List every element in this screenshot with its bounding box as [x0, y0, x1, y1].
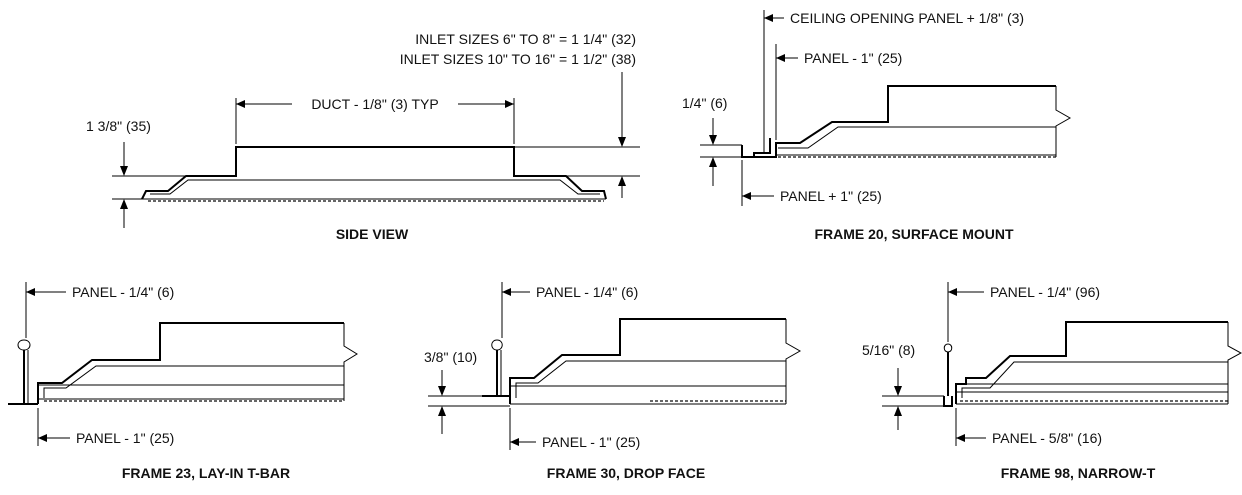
frame20-ceiling-label: CEILING OPENING PANEL + 1/8" (3) — [790, 10, 1024, 26]
frame98-height-label: 5/16" (8) — [862, 342, 915, 358]
frame30-inner-line — [515, 360, 786, 398]
frame30-tbar-bulb — [491, 339, 503, 351]
frame-30: PANEL - 1/4" (6) 3/8" (10) PANEL - 1" (2… — [424, 282, 802, 481]
frame-20: CEILING OPENING PANEL + 1/8" (3) PANEL -… — [682, 10, 1072, 242]
frame20-height-arrow-top — [709, 135, 717, 145]
frame30-height-label: 3/8" (10) — [424, 349, 477, 365]
frame98-height-arrow-top — [894, 386, 902, 396]
frame20-ceiling-arrow — [764, 14, 773, 22]
frame23-bottom-arrow — [38, 434, 47, 442]
height-arrow-bottom — [120, 199, 128, 209]
frame98-inner-line — [961, 361, 1228, 398]
frame23-tbar-bulb — [17, 339, 31, 351]
frame20-profile — [741, 85, 1056, 158]
frame98-bottom-arrow — [956, 434, 965, 442]
frame23-inner-line — [43, 365, 344, 398]
frame30-bottom-arrow — [510, 438, 519, 446]
frame23-bottom-label: PANEL - 1" (25) — [76, 430, 174, 446]
frame-98: PANEL - 1/4" (96) 5/16" (8) PANEL - 5/8"… — [862, 282, 1242, 481]
frame23-top-label: PANEL - 1/4" (6) — [72, 284, 174, 300]
inlet-label-line1: INLET SIZES 6" TO 8" = 1 1/4" (32) — [415, 31, 636, 47]
duct-arrow-right — [505, 100, 514, 108]
frame30-top-arrow — [502, 288, 511, 296]
frame20-caption: FRAME 20, SURFACE MOUNT — [814, 226, 1014, 242]
side-view: DUCT - 1/8" (3) TYP INLET SIZES 6" TO 8"… — [86, 31, 640, 242]
frame20-height-arrow-bottom — [709, 157, 717, 167]
side-view-caption: SIDE VIEW — [336, 226, 409, 242]
side-view-inner-line — [150, 179, 600, 195]
side-view-profile — [141, 146, 607, 200]
frame23-caption: FRAME 23, LAY-IN T-BAR — [122, 465, 290, 481]
frame30-height-arrow-bottom — [438, 406, 446, 416]
frame30-bottom-label: PANEL - 1" (25) — [542, 434, 640, 450]
height-arrow-top — [120, 166, 128, 176]
frame98-bottom-label: PANEL - 5/8" (16) — [992, 430, 1102, 446]
frame20-break — [1055, 86, 1072, 157]
frame23-profile — [37, 322, 344, 404]
frame20-height-label: 1/4" (6) — [682, 95, 727, 111]
frame98-height-arrow-bottom — [894, 406, 902, 416]
frame30-height-arrow-top — [438, 386, 446, 396]
inlet-label-line2: INLET SIZES 10" TO 16" = 1 1/2" (38) — [400, 51, 636, 67]
frame20-inner-line — [778, 126, 1056, 149]
height-label: 1 3/8" (35) — [86, 118, 151, 134]
frame23-top-arrow — [26, 288, 35, 296]
frame20-panel-plus-label: PANEL + 1" (25) — [780, 188, 882, 204]
frame98-break — [1227, 322, 1242, 404]
frame20-flange — [753, 138, 771, 157]
inlet-arrow-top — [618, 137, 626, 147]
frame30-top-label: PANEL - 1/4" (6) — [536, 284, 638, 300]
frame30-profile — [509, 318, 786, 404]
duct-arrow-left — [236, 100, 245, 108]
frame98-top-label: PANEL - 1/4" (96) — [990, 284, 1100, 300]
duct-label: DUCT - 1/8" (3) TYP — [311, 96, 438, 112]
frame98-top-arrow — [948, 288, 957, 296]
frame23-break — [343, 323, 358, 401]
frame-23: PANEL - 1/4" (6) PANEL - 1" (25) FRAME 2… — [8, 282, 358, 481]
frame98-tbar-foot — [943, 396, 953, 407]
frame98-caption: FRAME 98, NARROW-T — [1001, 465, 1156, 481]
frame20-panel-plus-arrow — [742, 192, 751, 200]
inlet-arrow-bottom — [618, 176, 626, 186]
frame98-tbar-bulb — [943, 343, 953, 353]
frame20-panel-minus-label: PANEL - 1" (25) — [804, 50, 902, 66]
frame30-break — [785, 319, 802, 404]
frame30-caption: FRAME 30, DROP FACE — [547, 465, 705, 481]
frame20-panel-minus-arrow — [776, 54, 785, 62]
